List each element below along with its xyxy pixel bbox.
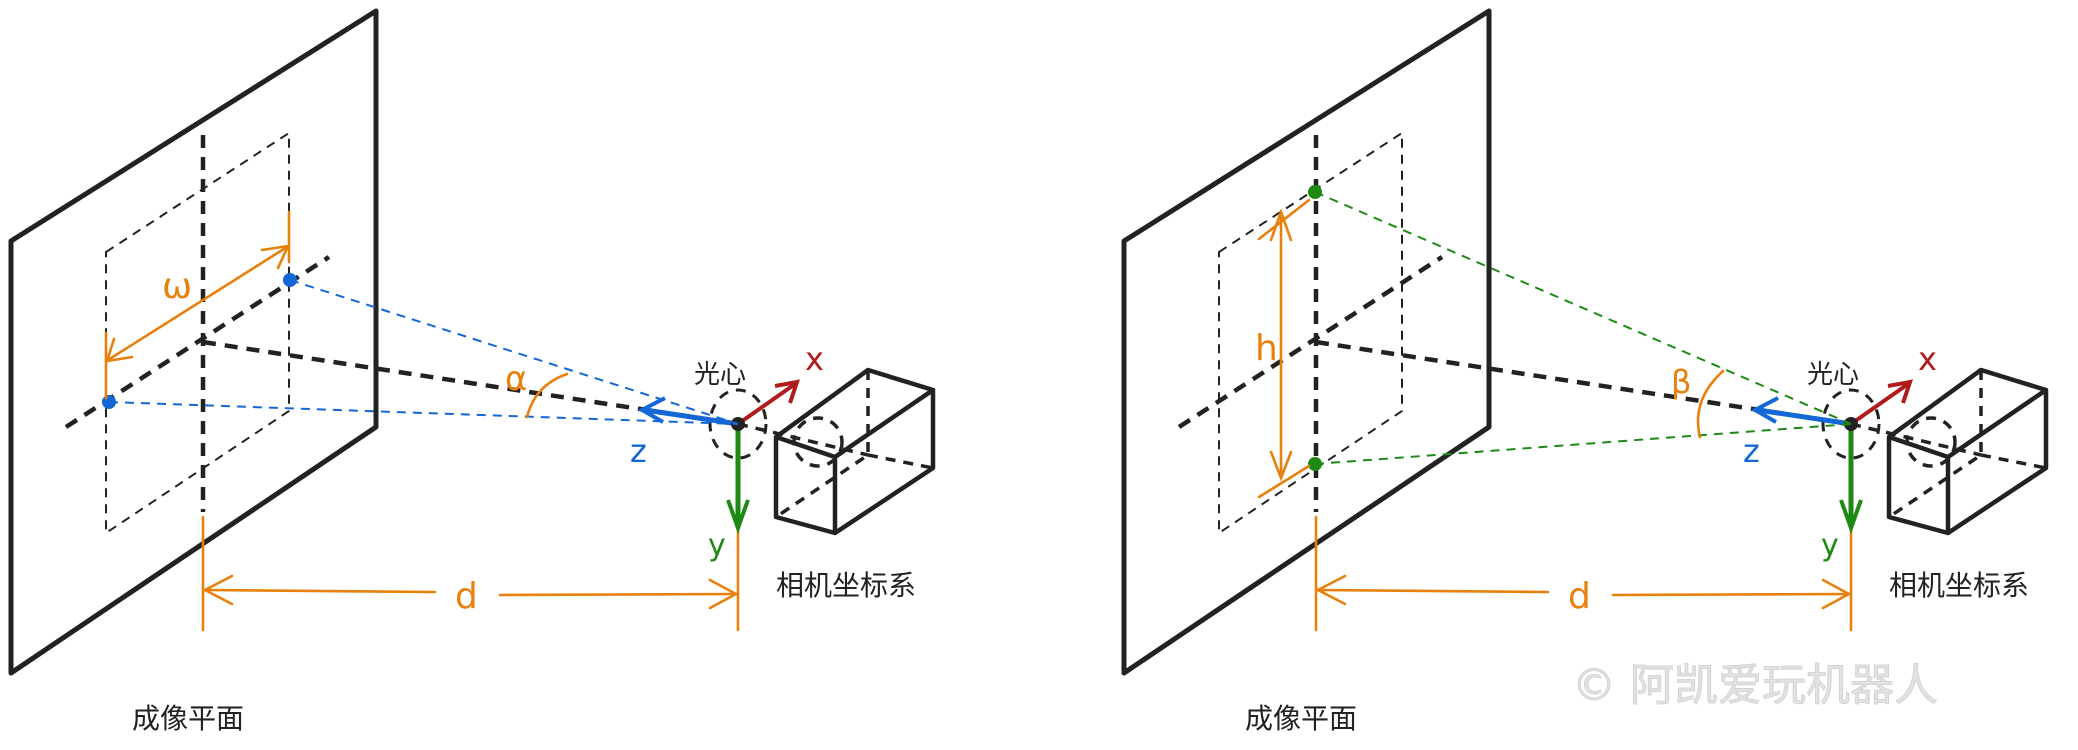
distance-label: d — [1568, 576, 1591, 617]
left-panel: ω α d 光心 x z y 相机坐标系 成像平面 — [11, 11, 933, 735]
point-right-edge — [283, 273, 297, 287]
distance-label: d — [455, 576, 478, 617]
image-plane-label: 成像平面 — [132, 702, 244, 735]
axis-z-label: z — [630, 432, 647, 470]
point-left-edge — [102, 395, 116, 409]
axis-x-label: x — [1918, 340, 1937, 378]
image-plane-label: 成像平面 — [1245, 702, 1357, 735]
camera-frame-label: 相机坐标系 — [1889, 569, 2029, 602]
point-top-edge — [1308, 185, 1322, 199]
angle-alpha-label: α — [505, 359, 527, 399]
camera-frame-label: 相机坐标系 — [776, 569, 916, 602]
point-bottom-edge — [1308, 457, 1322, 471]
axis-y-label: y — [1821, 528, 1839, 563]
optical-center-label: 光心 — [694, 360, 746, 390]
height-label: h — [1255, 328, 1278, 369]
axis-x-label: x — [805, 340, 824, 378]
angle-beta-label: β — [1671, 363, 1691, 401]
axis-y-label: y — [708, 528, 726, 563]
optical-center-label: 光心 — [1807, 360, 1859, 390]
axis-z-label: z — [1743, 432, 1760, 470]
right-panel: h β d 光心 x z y 相机坐标系 成像平面 — [1124, 11, 2046, 735]
watermark: © 阿凯爱玩机器人 — [1572, 660, 1938, 711]
width-label: ω — [162, 266, 192, 307]
